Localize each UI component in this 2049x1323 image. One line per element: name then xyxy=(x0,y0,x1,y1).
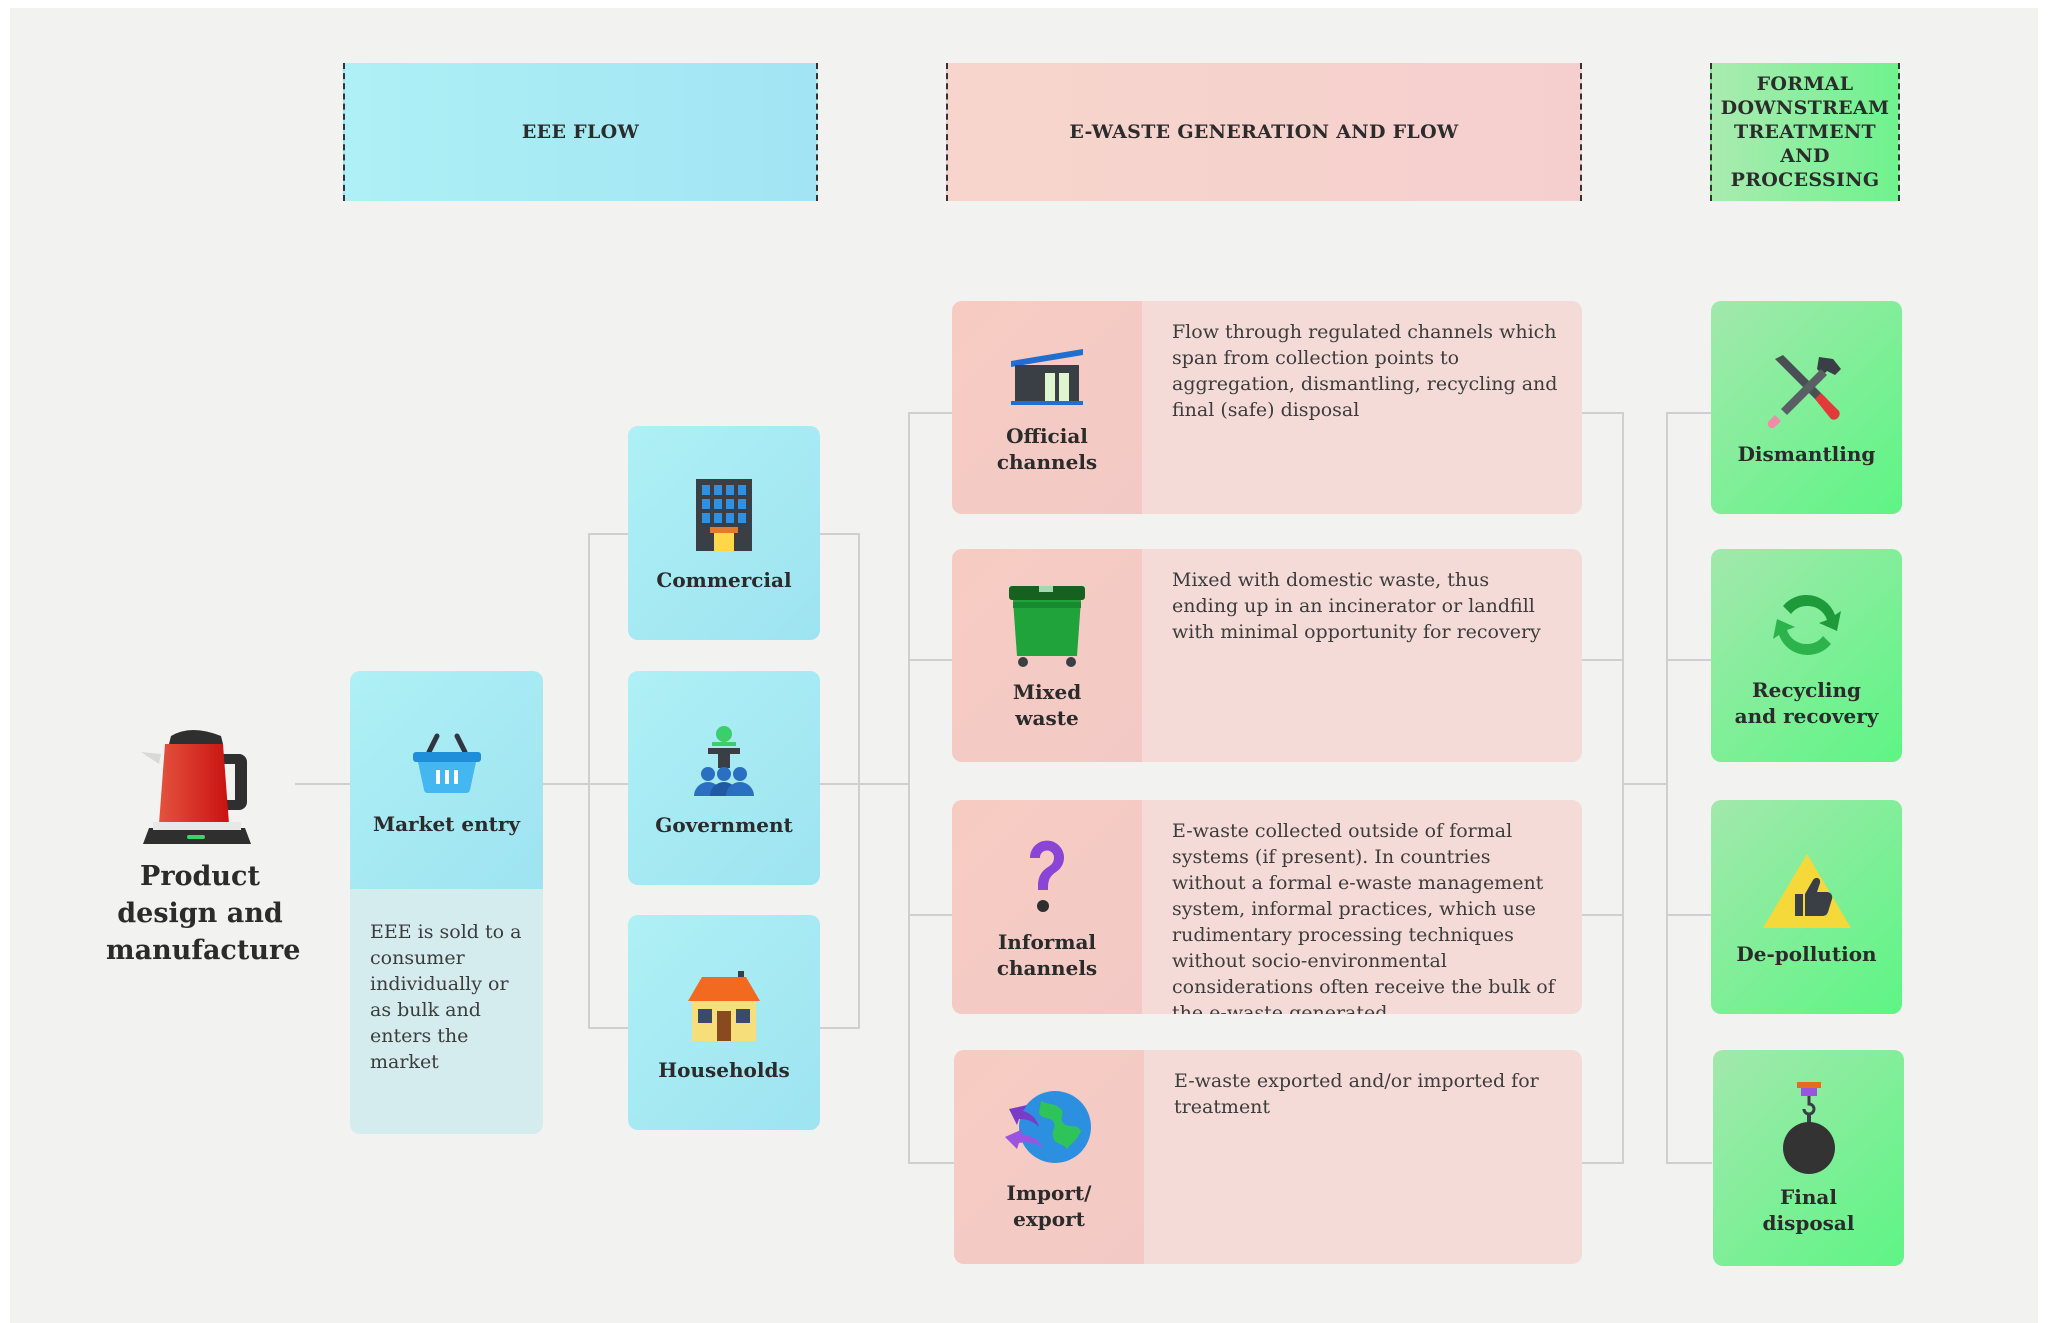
connector-left-households xyxy=(588,1027,638,1029)
channel-label-official: Official channels xyxy=(996,423,1098,474)
channel-row-informal: Informal channels E-waste collected outs… xyxy=(952,800,1582,1014)
channel-description-import-export: E-waste exported and/or imported for tre… xyxy=(1174,1070,1539,1118)
connector-treatment-bracket xyxy=(1666,412,1668,1164)
channel-description-official: Flow through regulated channels which sp… xyxy=(1172,321,1558,421)
facility-icon xyxy=(1007,341,1087,411)
treatment-label-dismantling: Dismantling xyxy=(1737,441,1876,466)
connector-left-government xyxy=(588,783,638,785)
channel-label-informal: Informal channels xyxy=(996,930,1098,980)
market-entry-card: Market entry xyxy=(350,671,543,889)
connector-consumer-bracket-right xyxy=(858,533,860,1029)
header-eee-flow-text: EEE FLOW xyxy=(521,121,640,143)
office-building-icon xyxy=(692,473,756,557)
question-mark-icon xyxy=(1022,833,1072,919)
product-label: Product design and manufacture xyxy=(106,861,301,966)
channel-description-mixed: Mixed with domestic waste, thus ending u… xyxy=(1172,569,1541,643)
connector-right-households xyxy=(818,1027,860,1029)
product-node: Product design and manufacture xyxy=(100,713,300,983)
wrecking-ball-icon xyxy=(1779,1080,1839,1176)
connector-from-official xyxy=(1580,412,1624,414)
treatment-card-depollution: De-pollution xyxy=(1711,800,1902,1014)
globe-arrows-icon xyxy=(1001,1082,1097,1172)
diagram-canvas: EEE FLOW E-WASTE GENERATION AND FLOW FOR… xyxy=(10,8,2038,1323)
connector-to-mixed xyxy=(908,659,954,661)
consumer-label-households: Households xyxy=(658,1057,790,1082)
connector-to-dismantling xyxy=(1666,412,1712,414)
connector-mid-link xyxy=(1622,783,1668,785)
warning-thumb-icon xyxy=(1761,847,1853,933)
connector-market-branch xyxy=(540,783,590,785)
channel-row-import-export: Import/ export E-waste exported and/or i… xyxy=(954,1050,1582,1264)
header-formal-downstream: FORMAL DOWNSTREAM TREATMENT AND PROCESSI… xyxy=(1710,63,1900,201)
channel-left-import-export: Import/ export xyxy=(954,1050,1144,1264)
market-entry-description: EEE is sold to a consumer individually o… xyxy=(370,921,522,1073)
government-icon xyxy=(686,718,762,802)
connector-from-mixed xyxy=(1580,659,1624,661)
tools-icon xyxy=(1765,349,1849,433)
house-icon xyxy=(682,963,766,1047)
connector-from-informal xyxy=(1580,914,1624,916)
consumer-label-commercial: Commercial xyxy=(656,568,792,592)
channel-label-mixed: Mixed waste xyxy=(1012,679,1082,730)
connector-left-commercial xyxy=(588,533,638,535)
connector-to-recycling xyxy=(1666,659,1712,661)
kettle-icon xyxy=(100,713,300,858)
channel-label-import-export: Import/ export xyxy=(1006,1181,1092,1231)
treatment-label-final-disposal: Final disposal xyxy=(1762,1185,1855,1235)
channel-left-official: Official channels xyxy=(952,301,1142,514)
connector-consumer-bracket-left xyxy=(588,533,590,1029)
connector-from-import xyxy=(1580,1162,1624,1164)
consumer-card-commercial: Commercial xyxy=(628,426,820,640)
connector-to-informal xyxy=(908,914,954,916)
header-eee-flow: EEE FLOW xyxy=(343,63,818,201)
recycle-icon xyxy=(1771,583,1843,667)
treatment-label-depollution: De-pollution xyxy=(1736,942,1877,966)
channel-left-mixed: Mixed waste xyxy=(952,549,1142,762)
connector-channel-out-bracket xyxy=(1622,412,1624,1164)
channel-row-official: Official channels Flow through regulated… xyxy=(952,301,1582,514)
channel-left-informal: Informal channels xyxy=(952,800,1142,1014)
channel-description-informal: E-waste collected outside of formal syst… xyxy=(1172,820,1555,1014)
header-ewaste-generation: E-WASTE GENERATION AND FLOW xyxy=(946,63,1582,201)
treatment-label-recycling: Recycling and recovery xyxy=(1734,677,1879,728)
market-entry-description-panel: EEE is sold to a consumer individually o… xyxy=(350,889,543,1134)
consumer-label-government: Government xyxy=(655,813,793,837)
connector-to-disposal xyxy=(1666,1162,1712,1164)
connector-channel-bracket xyxy=(908,412,910,1164)
dumpster-icon xyxy=(1005,581,1089,669)
basket-icon xyxy=(409,723,485,803)
consumer-card-government: Government xyxy=(628,671,820,885)
treatment-card-final-disposal: Final disposal xyxy=(1713,1050,1904,1266)
treatment-card-recycling: Recycling and recovery xyxy=(1711,549,1902,762)
connector-right-government xyxy=(818,783,910,785)
connector-product-market xyxy=(295,783,359,785)
connector-to-import xyxy=(908,1162,954,1164)
connector-to-depollution xyxy=(1666,914,1712,916)
connector-right-commercial xyxy=(818,533,860,535)
connector-to-official xyxy=(908,412,954,414)
consumer-card-households: Households xyxy=(628,915,820,1130)
header-formal-downstream-text: FORMAL DOWNSTREAM TREATMENT AND PROCESSI… xyxy=(1720,73,1890,191)
header-ewaste-generation-text: E-WASTE GENERATION AND FLOW xyxy=(1069,121,1459,143)
treatment-card-dismantling: Dismantling xyxy=(1711,301,1902,514)
channel-row-mixed: Mixed waste Mixed with domestic waste, t… xyxy=(952,549,1582,762)
market-entry-label: Market entry xyxy=(372,812,521,836)
